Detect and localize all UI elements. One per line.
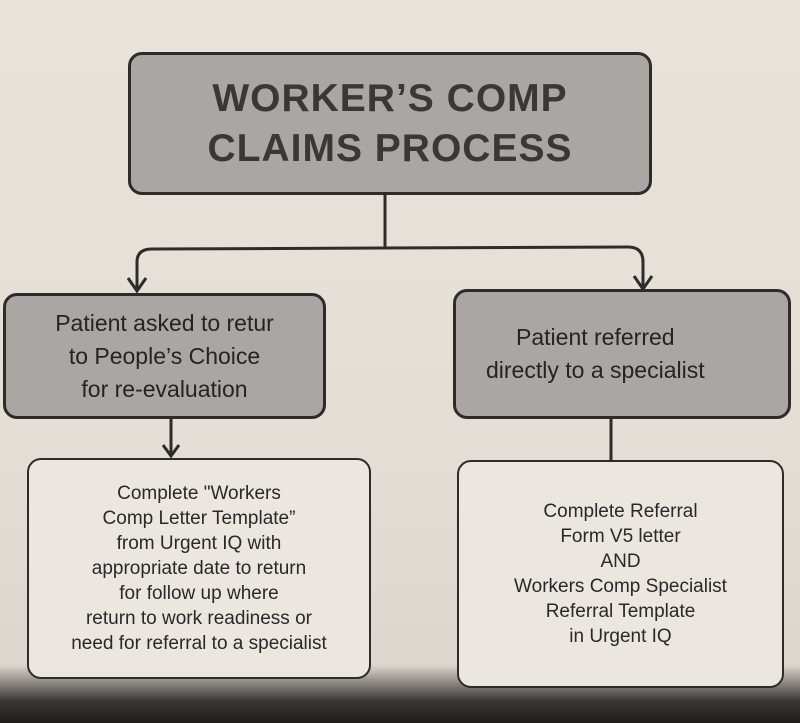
step-line: to People’s Choice	[68, 342, 261, 369]
arrow-to-left-action-icon	[161, 444, 181, 459]
action-line: Workers Comp Specialist	[514, 576, 727, 597]
title-line: WORKER’S COMP	[212, 76, 568, 120]
action-line: from Urgent IQ with	[116, 533, 282, 554]
arrow-to-left-step-icon	[126, 277, 148, 294]
action-line: return to work readiness or	[85, 608, 312, 629]
action-box-letter-template: Complete "Workers Comp Letter Template” …	[27, 458, 371, 679]
step-line: Patient referred	[516, 324, 675, 350]
action-line: appropriate date to return	[91, 558, 307, 579]
connector-branch-split	[135, 245, 645, 290]
action-line: for follow up where	[119, 583, 279, 604]
action-line: Complete Referral	[543, 501, 698, 522]
action-line: Form V5 letter	[560, 526, 681, 547]
title-box: WORKER’S COMP CLAIMS PROCESS	[128, 52, 652, 195]
step-line: directly to a specialist	[486, 357, 705, 383]
title-line: CLAIMS PROCESS	[207, 126, 573, 170]
action-line: need for referral to a specialist	[71, 633, 327, 654]
diagram-title: WORKER’S COMP CLAIMS PROCESS	[207, 74, 572, 174]
action-line: AND	[600, 551, 641, 572]
action-line: Complete "Workers	[117, 483, 281, 504]
action-line: in Urgent IQ	[569, 626, 672, 647]
action-line: Comp Letter Template”	[102, 508, 296, 529]
step-box-referred-specialist: Patient referred directly to a specialis…	[453, 289, 791, 419]
step-box-return-reevaluation: Patient asked to retur to People’s Choic…	[3, 293, 326, 419]
action-text: Complete Referral Form V5 letter AND Wor…	[514, 499, 727, 649]
action-box-referral-form: Complete Referral Form V5 letter AND Wor…	[457, 460, 784, 688]
step-line: for re-evaluation	[81, 375, 248, 402]
step-text: Patient referred directly to a specialis…	[486, 321, 705, 387]
step-line: Patient asked to retur	[55, 309, 274, 336]
action-line: Referral Template	[545, 601, 696, 622]
step-text: Patient asked to retur to People’s Choic…	[55, 307, 274, 406]
action-text: Complete "Workers Comp Letter Template” …	[71, 481, 327, 656]
